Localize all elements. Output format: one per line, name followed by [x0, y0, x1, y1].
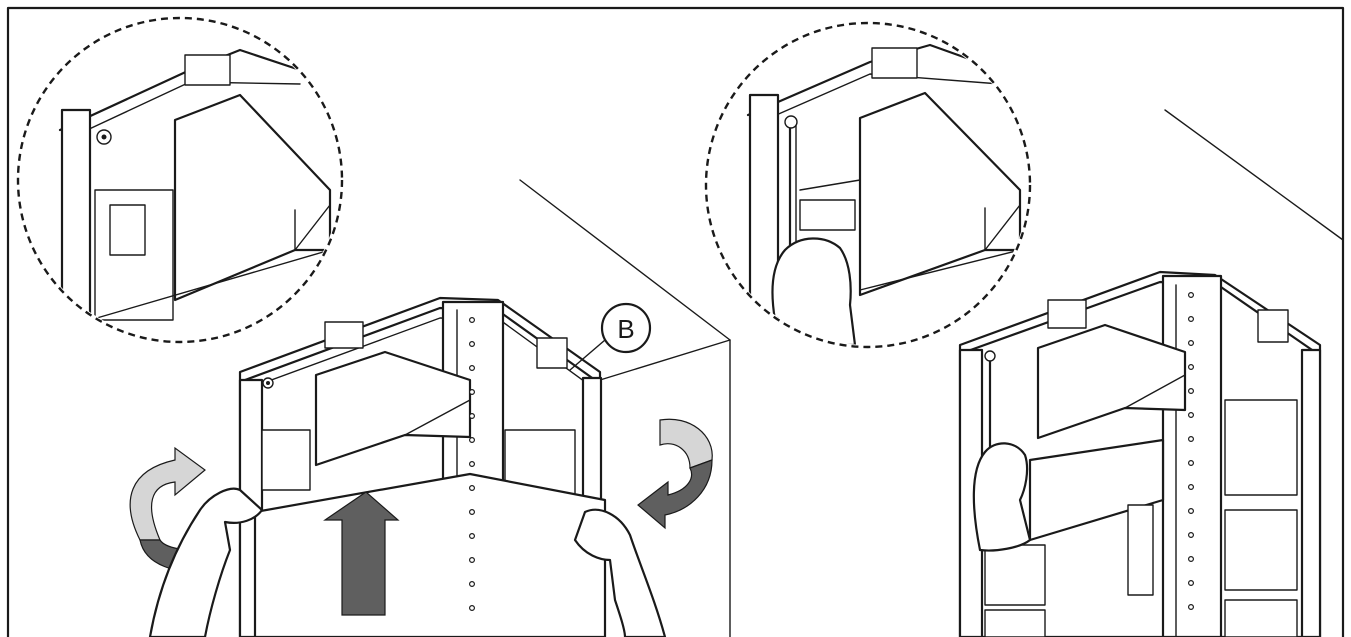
perforation-hole: [469, 437, 476, 444]
perforation-hole: [469, 413, 476, 420]
figure-border: [6, 6, 1345, 637]
perforation-hole: [1187, 412, 1194, 419]
perforation-hole: [1187, 436, 1194, 443]
perforation-hole: [1187, 340, 1194, 347]
perforation-hole: [469, 365, 476, 372]
lift-up-arrow-icon: [323, 491, 400, 616]
perforation-hole: [469, 485, 476, 492]
perforation-hole: [1187, 508, 1194, 515]
perforation-hole: [1187, 603, 1194, 610]
hand-with-screwdriver-icon: [972, 442, 1032, 552]
perforation-hole: [1187, 531, 1194, 538]
right-step: [704, 21, 1344, 637]
perforation-hole: [469, 317, 476, 324]
perforation-hole: [469, 604, 476, 611]
perforation-hole: [1187, 292, 1194, 299]
detail-view-left: [16, 16, 344, 344]
perforation-hole: [1187, 364, 1194, 371]
rack-frame-installed: [958, 270, 1322, 637]
hand-detail-icon: [771, 237, 857, 345]
perforation-hole: [469, 580, 476, 587]
perforation-hole: [1187, 388, 1194, 395]
left-step: B: [16, 16, 731, 637]
perforation-hole: [1187, 484, 1194, 491]
module-box: [314, 350, 472, 467]
rack-frame: [238, 296, 607, 637]
rotate-right-arrow-icon: [637, 418, 713, 530]
perforation-hole: [1187, 579, 1194, 586]
upright-perforations-right: [1187, 292, 1194, 610]
perforation-hole: [469, 341, 476, 348]
callout-label: B: [617, 314, 634, 344]
panel-installed: [1028, 438, 1165, 542]
callout-circle: [600, 302, 652, 354]
perforation-hole: [1187, 555, 1194, 562]
perforation-hole: [469, 509, 476, 516]
perforation-hole: [469, 556, 476, 563]
right-hand-icon: [573, 508, 667, 637]
callout-b: B: [569, 302, 652, 371]
perforation-hole: [469, 461, 476, 468]
perforation-hole: [469, 389, 476, 396]
perforation-hole: [1187, 316, 1194, 323]
cabinet-side-edge: [1164, 109, 1344, 241]
detail-view-right: [704, 21, 1032, 349]
perforation-hole: [469, 532, 476, 539]
perforation-hole: [1187, 460, 1194, 467]
upright-perforations: [469, 317, 476, 611]
left-hand-icon: [148, 487, 264, 637]
